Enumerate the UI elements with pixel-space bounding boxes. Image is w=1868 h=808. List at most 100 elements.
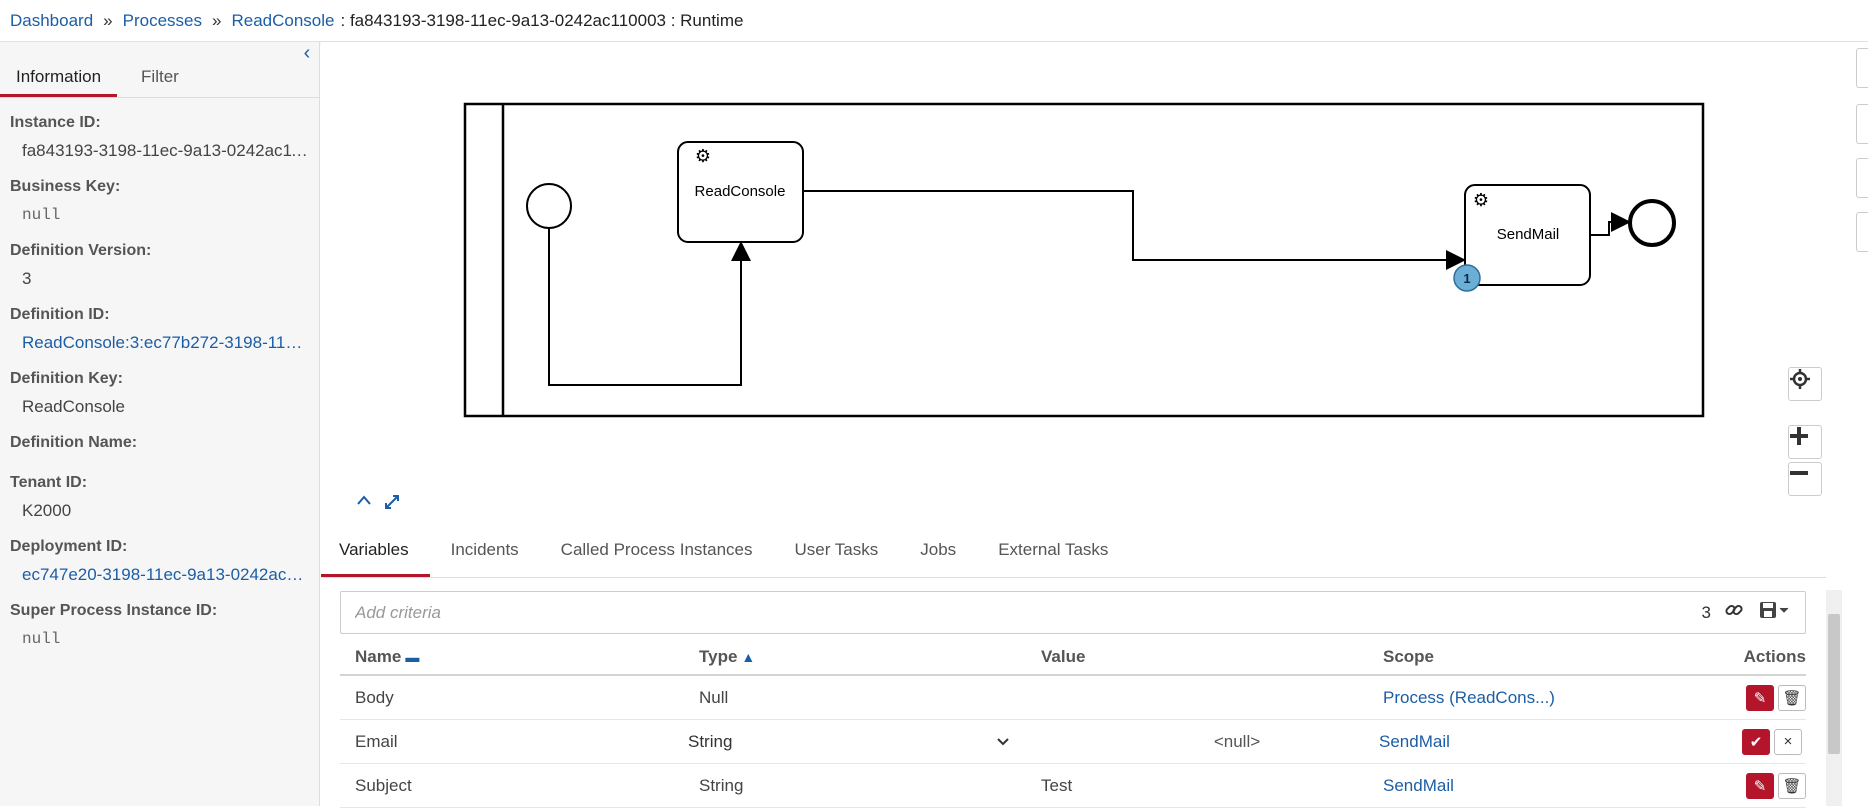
- confirm-button[interactable]: ✔: [1742, 728, 1770, 755]
- trash-icon: 🗑: [1782, 689, 1802, 707]
- variable-type-select[interactable]: String: [682, 724, 1022, 760]
- delete-button[interactable]: 🗑: [1778, 684, 1806, 711]
- table-row: Email String <null> SendMail ✔ ×: [340, 720, 1806, 764]
- column-name[interactable]: Name▬: [355, 647, 420, 666]
- plus-icon: [1790, 427, 1808, 445]
- table-header: Name▬ Type▲ Value Scope Actions: [340, 640, 1806, 676]
- edit-button[interactable]: ✎: [1746, 684, 1774, 711]
- save-search-icon[interactable]: [1759, 601, 1789, 624]
- definition-version-field: Definition Version: 3: [10, 238, 310, 302]
- breadcrumb-processes-link[interactable]: Processes: [122, 10, 203, 30]
- definition-id-link[interactable]: ReadConsole:3:ec77b272-3198-11ec-9a13-02…: [22, 333, 310, 352]
- instance-info: Instance ID: fa843193-3198-11ec-9a13-024…: [10, 110, 310, 662]
- breadcrumb: Dashboard » Processes » ReadConsole : fa…: [0, 0, 1868, 42]
- tab-external-tasks[interactable]: External Tasks: [998, 540, 1109, 559]
- tab-information[interactable]: Information: [0, 60, 118, 97]
- definition-key-label: Definition Key:: [10, 370, 123, 387]
- breadcrumb-separator: »: [212, 10, 222, 30]
- sequence-flow: [1590, 212, 1631, 236]
- tab-filter[interactable]: Filter: [141, 67, 179, 86]
- row-actions: ✎ 🗑: [1706, 684, 1806, 711]
- table-row: Body Null Process (ReadCons...) ✎ 🗑: [340, 676, 1806, 720]
- instance-id-field: Instance ID: fa843193-3198-11ec-9a13-024…: [10, 110, 310, 174]
- rail-button[interactable]: [1856, 104, 1868, 144]
- chevron-down-icon: [997, 737, 1009, 745]
- tenant-id-value: K2000: [22, 501, 72, 520]
- definition-name-field: Definition Name:: [10, 430, 310, 470]
- column-scope: Scope: [1383, 647, 1435, 666]
- variable-name: Email: [355, 731, 398, 751]
- variable-name: Subject: [355, 775, 412, 795]
- tab-user-tasks[interactable]: User Tasks: [794, 540, 879, 559]
- sort-none-icon[interactable]: ▬: [405, 649, 420, 665]
- row-actions: ✔ ×: [1702, 728, 1802, 755]
- column-value: Value: [1041, 647, 1086, 666]
- tab-incidents[interactable]: Incidents: [450, 540, 519, 559]
- deployment-id-field: Deployment ID: ec747e20-3198-11ec-9a13-0…: [10, 534, 310, 598]
- table-scrollbar[interactable]: [1826, 590, 1842, 806]
- result-count: 3: [1701, 602, 1711, 622]
- variable-search: 3: [340, 591, 1806, 634]
- tab-jobs[interactable]: Jobs: [920, 540, 957, 559]
- variable-scope-link[interactable]: Process (ReadCons...): [1383, 687, 1555, 707]
- variable-type-selected: String: [688, 731, 733, 751]
- rail-button[interactable]: [1856, 158, 1868, 198]
- search-input[interactable]: [341, 593, 1702, 632]
- definition-version-label: Definition Version:: [10, 242, 152, 259]
- breadcrumb-dashboard-link[interactable]: Dashboard: [10, 10, 94, 30]
- pencil-icon: ✎: [1753, 777, 1767, 795]
- breadcrumb-separator: »: [103, 10, 113, 30]
- pencil-icon: ✎: [1753, 689, 1767, 707]
- variable-scope-link[interactable]: SendMail: [1379, 731, 1450, 751]
- sort-ascending-icon[interactable]: ▲: [741, 649, 756, 665]
- column-type[interactable]: Type▲: [699, 647, 756, 666]
- end-event[interactable]: [1628, 199, 1676, 247]
- delete-button[interactable]: 🗑: [1778, 772, 1806, 799]
- definition-key-field: Definition Key: ReadConsole: [10, 366, 310, 430]
- tab-called-process-instances[interactable]: Called Process Instances: [560, 540, 753, 559]
- bpmn-diagram-canvas[interactable]: ⚙ ReadConsole ⚙ SendMail 1: [321, 42, 1843, 518]
- sequence-flow: [548, 228, 751, 386]
- definition-id-field: Definition ID: ReadConsole:3:ec77b272-31…: [10, 302, 310, 366]
- super-process-instance-id-value: null: [22, 630, 61, 648]
- gear-icon: ⚙: [695, 146, 711, 167]
- link-icon[interactable]: [1725, 601, 1743, 624]
- definition-id-label: Definition ID:: [10, 306, 110, 323]
- deployment-id-label: Deployment ID:: [10, 538, 128, 555]
- sequence-flow: [803, 190, 1466, 270]
- rail-button[interactable]: [1856, 212, 1868, 252]
- sidebar: ‹ Information Filter Instance ID: fa8431…: [0, 42, 320, 806]
- variable-value-input[interactable]: <null>: [1213, 731, 1261, 751]
- sidebar-tabs: Information Filter: [0, 60, 319, 98]
- variable-type: String: [699, 775, 744, 795]
- gear-icon: ⚙: [1473, 190, 1489, 211]
- variable-scope-link[interactable]: SendMail: [1383, 775, 1454, 795]
- variable-type: Null: [699, 687, 729, 707]
- token-count-badge[interactable]: [1453, 264, 1481, 292]
- rail-button[interactable]: [1856, 48, 1868, 88]
- column-actions: Actions: [1743, 647, 1806, 666]
- edit-button[interactable]: ✎: [1746, 772, 1774, 799]
- zoom-in-button[interactable]: [1788, 425, 1822, 459]
- collapse-sidebar-icon[interactable]: ‹: [303, 42, 311, 64]
- definition-name-label: Definition Name:: [10, 434, 138, 451]
- task-sendmail-label: SendMail: [1497, 226, 1560, 243]
- variable-value: Test: [1041, 775, 1073, 795]
- definition-key-value: ReadConsole: [22, 397, 126, 416]
- tenant-id-field: Tenant ID: K2000: [10, 470, 310, 534]
- table-row: Subject String Test SendMail ✎ 🗑: [340, 764, 1806, 808]
- cancel-button[interactable]: ×: [1774, 728, 1802, 755]
- definition-version-value: 3: [22, 269, 32, 288]
- start-event[interactable]: [526, 183, 572, 229]
- deployment-id-link[interactable]: ec747e20-3198-11ec-9a13-0242ac110003: [22, 565, 310, 584]
- check-icon: ✔: [1749, 733, 1763, 751]
- reset-zoom-button[interactable]: [1788, 367, 1822, 401]
- breadcrumb-instance: : fa843193-3198-11ec-9a13-0242ac110003 :…: [340, 10, 744, 30]
- zoom-out-button[interactable]: [1788, 462, 1822, 496]
- row-actions: ✎ 🗑: [1706, 772, 1806, 799]
- instance-id-label: Instance ID:: [10, 114, 101, 131]
- scrollbar-thumb[interactable]: [1828, 614, 1840, 754]
- breadcrumb-definition-link[interactable]: ReadConsole: [231, 10, 335, 30]
- instance-id-value: fa843193-3198-11ec-9a13-0242ac110003: [22, 141, 310, 160]
- tab-variables[interactable]: Variables: [321, 530, 430, 577]
